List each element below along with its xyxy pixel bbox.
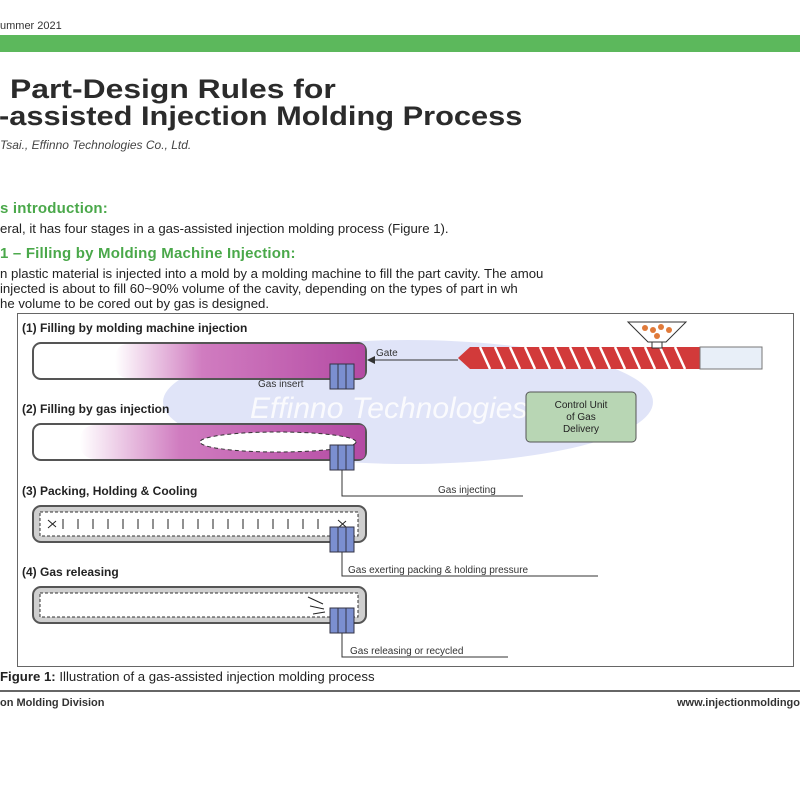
stage-3-label: (3) Packing, Holding & Cooling: [22, 484, 197, 498]
gas-releasing-label: Gas releasing or recycled: [350, 646, 463, 657]
control-unit-line-3: Delivery: [563, 424, 599, 435]
article-title-line-1: Part-Design Rules for: [10, 74, 336, 104]
intro-paragraph: eral, it has four stages in a gas-assist…: [0, 221, 449, 236]
header-bar: [0, 35, 800, 52]
gas-injecting-label: Gas injecting: [438, 485, 496, 496]
control-unit-line-1: Control Unit: [555, 400, 608, 411]
gas-control-unit: Control Unit of Gas Delivery: [525, 391, 637, 443]
author-byline: Tsai., Effinno Technologies Co., Ltd.: [0, 138, 192, 152]
gas-insert-label: Gas insert: [258, 379, 304, 390]
material-hopper: [626, 321, 688, 349]
pressure-arrows: [47, 519, 347, 529]
gas-insert-3: [329, 526, 355, 553]
injection-screw: [458, 346, 763, 370]
gas-insert-2: [329, 444, 355, 471]
issue-label: ummer 2021: [0, 20, 62, 32]
stage-4-label: (4) Gas releasing: [22, 565, 119, 579]
figure-1-diagram: (1) Filling by molding machine injection…: [17, 313, 794, 667]
figure-caption-label: Figure 1:: [0, 669, 56, 684]
gas-exerting-label: Gas exerting packing & holding pressure: [348, 565, 529, 576]
paragraph-line: injected is about to fill 60~90% volume …: [0, 281, 518, 296]
section-heading-filling: 1 – Filling by Molding Machine Injection…: [0, 245, 296, 262]
gate-label: Gate: [376, 348, 398, 359]
figure-caption: Figure 1: Illustration of a gas-assisted…: [0, 669, 375, 684]
paragraph-line: he volume to be cored out by gas is desi…: [0, 296, 270, 311]
footer-divider: [0, 690, 800, 692]
gas-insert-1: [329, 363, 355, 390]
footer-website: www.injectionmoldingo: [676, 697, 800, 709]
control-unit-line-2: of Gas: [566, 412, 595, 423]
watermark-text: Effinno Technologies: [250, 392, 527, 425]
stage-1-label: (1) Filling by molding machine injection: [22, 321, 247, 335]
intro-text: eral, it has four stages in a gas-assist…: [0, 221, 449, 236]
paragraph-line: n plastic material is injected into a mo…: [0, 266, 544, 281]
figure-caption-text: Illustration of a gas-assisted injection…: [55, 669, 375, 684]
stage-2-label: (2) Filling by gas injection: [22, 402, 169, 416]
article-title-line-2: -assisted Injection Molding Process: [0, 101, 523, 131]
section-heading-introduction: s introduction:: [0, 200, 108, 217]
footer-division: on Molding Division: [0, 697, 105, 709]
gas-insert-4: [329, 607, 355, 634]
